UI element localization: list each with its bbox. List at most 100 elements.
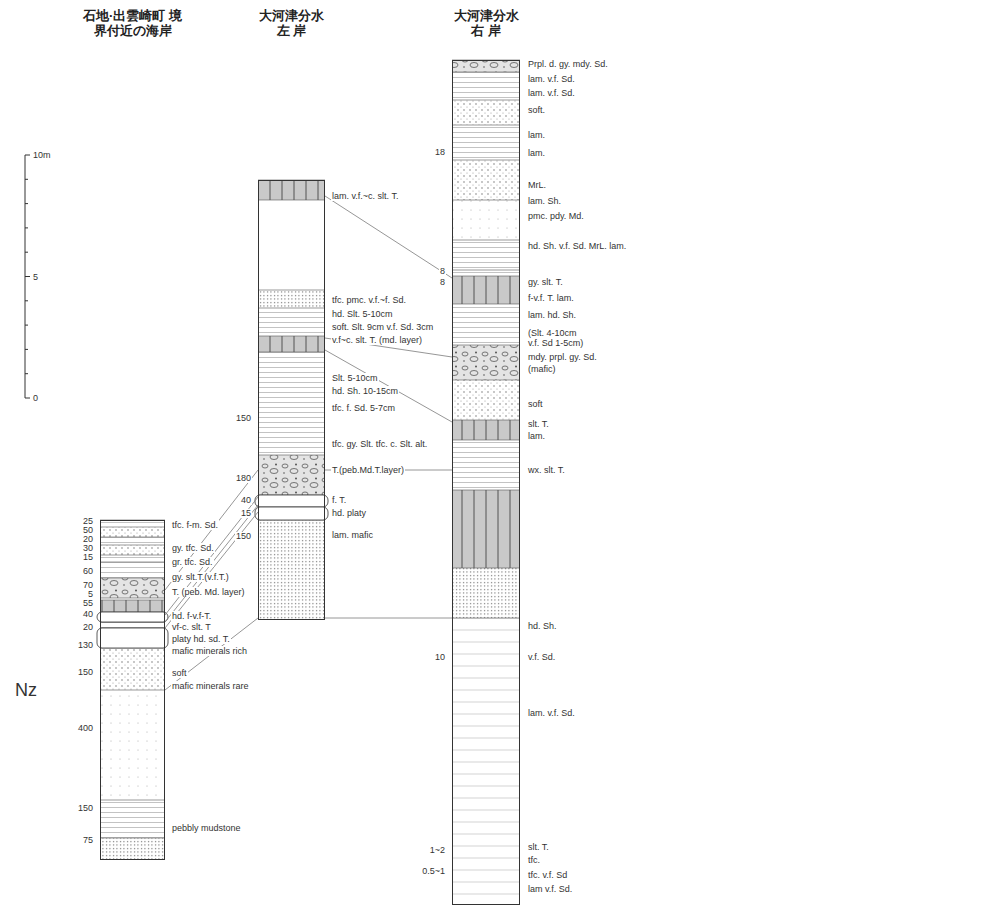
lithology-layer (452, 270, 520, 276)
thickness-number: 150 (77, 804, 94, 813)
lithology-layer (452, 276, 520, 304)
layer-boundary (258, 455, 325, 456)
lithology-layer (452, 490, 520, 568)
lithology-note: lam. v.f. Sd. (527, 74, 576, 84)
layer-boundary (452, 618, 520, 619)
layer-boundary (100, 527, 165, 528)
column-heading: 大河津分水 左 岸 (256, 8, 328, 38)
scale-value: 10m (32, 150, 52, 160)
layer-boundary (100, 598, 165, 599)
layer-boundary (452, 345, 520, 346)
section-column: 大河津分水 右 岸 (448, 8, 524, 905)
thickness-number: 150 (77, 668, 94, 677)
scale-value: 0 (32, 393, 39, 403)
lithology-layer (452, 568, 520, 618)
scale-tick (25, 325, 28, 326)
lithology-note: lam. hd. Sh. (527, 310, 577, 320)
lithology-layer (100, 527, 165, 537)
thickness-number: 75 (82, 836, 94, 845)
thickness-number: 180 (235, 474, 252, 483)
lithology-note: soft (527, 399, 544, 409)
column-pattern (97, 520, 168, 860)
lithology-note: tfc. f-m. Sd. (171, 520, 219, 530)
lithology-note: pmc. pdy. Md. (527, 211, 585, 221)
lithology-layer (452, 440, 520, 490)
lithology-note: hd. Sh. v.f. Sd. MrL. lam. (527, 241, 627, 251)
thickness-number: 15 (240, 509, 252, 518)
thickness-number: 150 (235, 532, 252, 541)
lithology-note: v.f~c. slt. T. (md. layer) (331, 335, 423, 345)
scale-tick (25, 398, 30, 399)
lithology-layer (452, 72, 520, 100)
scale-tick (25, 276, 30, 277)
layer-boundary (452, 160, 520, 161)
lithology-note: wx. slt. T. (527, 465, 566, 475)
lithology-layer (258, 336, 325, 352)
lithology-note: lam. mafic (331, 530, 374, 540)
layer-boundary (100, 545, 165, 546)
lithology-layer (100, 598, 165, 600)
column-heading: 石地·出雲崎町 境界付近の海岸 (83, 8, 183, 38)
lithology-layer (100, 838, 165, 860)
layer-boundary (100, 537, 165, 538)
lithology-note: T. (peb. Md. layer) (171, 587, 246, 597)
column-outline (452, 60, 520, 905)
lithology-note: gr. tfc. Sd. (171, 557, 214, 567)
lithology-layer (258, 200, 325, 290)
lithology-layer (100, 562, 165, 578)
thickness-number: 1~2 (429, 846, 446, 855)
layer-boundary (452, 200, 520, 201)
correlation-line (165, 497, 258, 615)
lithology-note: hd. Sh. 10-15cm (331, 386, 399, 396)
lithology-note: tfc. f. Sd. 5-7cm (331, 403, 396, 413)
thickness-number: 40 (240, 496, 252, 505)
lithology-note: lam. v.f.~c. slt. T. (331, 191, 399, 201)
layer-boundary (452, 270, 520, 271)
thickness-number: 400 (77, 724, 94, 733)
layer-boundary (258, 308, 325, 309)
lithology-note: lam. v.f. Sd. (527, 88, 576, 98)
lithology-note: lam. v.f. Sd. (527, 708, 576, 718)
thickness-number: 150 (235, 414, 252, 423)
lithology-note: hd. Slt. 5-10cm (331, 309, 394, 319)
lithology-layer (100, 555, 165, 562)
thickness-number: 5 (87, 590, 94, 599)
lithology-layer (452, 345, 520, 380)
lithology-layer (100, 578, 165, 598)
thickness-number: 30 (82, 544, 94, 553)
lithology-note: soft. Slt. 9cm v.f. Sd. 3cm (331, 322, 434, 332)
scale-tick (25, 252, 28, 253)
lithology-layer (100, 520, 165, 527)
lithology-note: gy. tfc. Sd. (171, 543, 215, 553)
lithology-layer (100, 545, 165, 555)
scale-tick (25, 155, 30, 156)
layer-boundary (100, 838, 165, 839)
platy-bed (255, 495, 328, 507)
layer-boundary (258, 336, 325, 337)
thickness-number: 40 (82, 610, 94, 619)
formation-symbol: Nz (14, 680, 38, 700)
layer-boundary (452, 100, 520, 101)
lithology-note: (Slt. 4-10cm v.f. Sd 1-5cm) (527, 328, 591, 348)
lithology-note: tfc. (527, 855, 541, 865)
lithology-layer (452, 100, 520, 125)
section-column: 大河津分水 左 岸 (254, 8, 330, 620)
scale-tick (25, 179, 28, 180)
lithology-note: soft. (527, 105, 546, 115)
platy-bed (97, 628, 168, 648)
lithology-note: lam. (527, 431, 546, 441)
column-pattern (255, 180, 328, 620)
lithology-note: soft (171, 668, 188, 678)
lithology-note: pebbly mudstone (171, 823, 242, 833)
layer-boundary (100, 800, 165, 801)
thickness-number: 0.5~1 (421, 867, 446, 876)
layer-boundary (452, 72, 520, 73)
lithology-note: lam v.f. Sd. (527, 884, 573, 894)
layer-boundary (452, 568, 520, 569)
lithology-layer (452, 125, 520, 160)
layer-boundary (100, 578, 165, 579)
lithology-note: f-v.f. T. lam. (527, 293, 575, 303)
thickness-number: 60 (82, 567, 94, 576)
lithology-layer (258, 180, 325, 200)
